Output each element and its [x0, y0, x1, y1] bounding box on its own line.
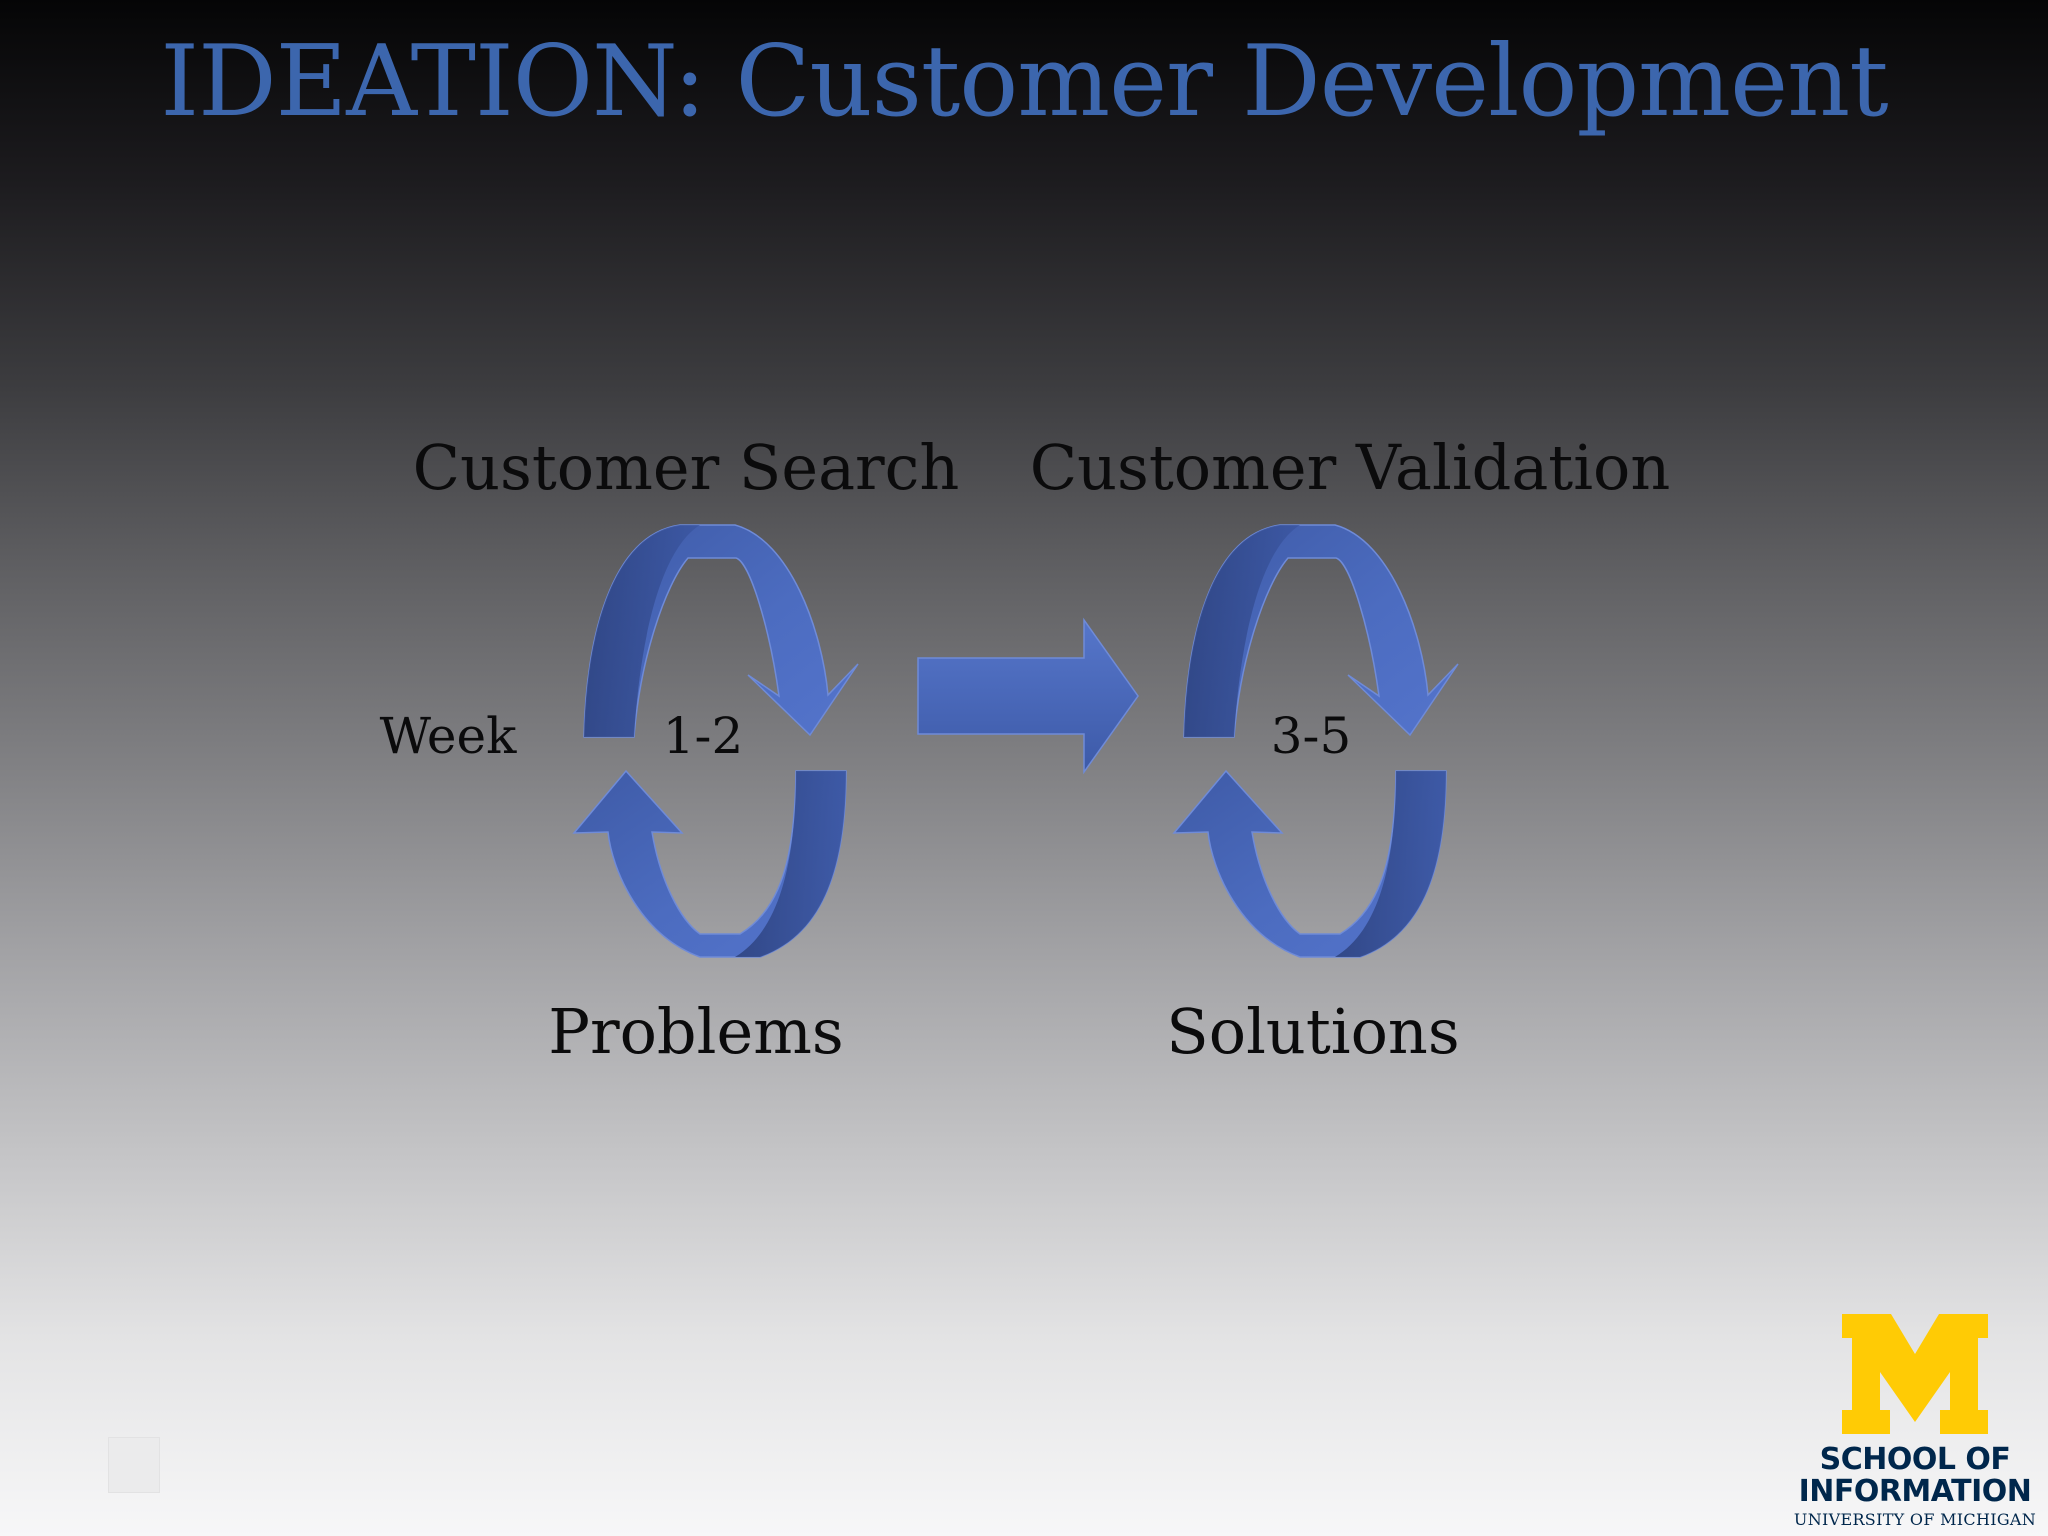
week-label: Week	[379, 707, 517, 765]
logo-university: UNIVERSITY OF MICHIGAN	[1793, 1510, 2037, 1529]
slide-thumbnail-placeholder	[108, 1437, 160, 1493]
circular-arrows-icon-validation	[1172, 524, 1459, 958]
slide-title: IDEATION: Customer Development	[160, 25, 1888, 139]
circular-arrows-icon-search	[572, 524, 859, 958]
weeks-range-validation: 3-5	[1270, 707, 1352, 765]
outcome-problems: Problems	[548, 995, 844, 1068]
university-logo: SCHOOL OF INFORMATION UNIVERSITY OF MICH…	[1790, 1310, 2040, 1530]
block-m-logo-icon	[1842, 1314, 1988, 1434]
stage-heading-customer-search: Customer Search	[412, 431, 960, 504]
weeks-range-search: 1-2	[662, 707, 744, 765]
stage-heading-customer-validation: Customer Validation	[1029, 431, 1671, 504]
outcome-solutions: Solutions	[1166, 995, 1460, 1068]
logo-information: INFORMATION	[1798, 1474, 2032, 1509]
logo-school-of: SCHOOL OF	[1819, 1442, 2011, 1477]
right-arrow-icon	[917, 617, 1139, 775]
